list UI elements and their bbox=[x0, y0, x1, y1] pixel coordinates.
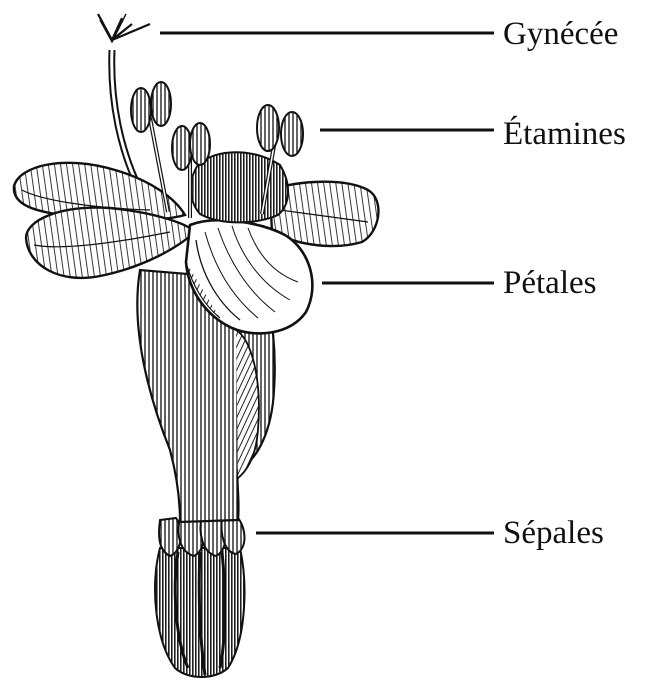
label-petales: Pétales bbox=[503, 267, 596, 300]
label-etamines: Étamines bbox=[503, 118, 626, 151]
label-sepales: Sépales bbox=[503, 517, 604, 550]
sepals bbox=[155, 516, 245, 677]
label-gynecee: Gynécée bbox=[503, 18, 618, 51]
